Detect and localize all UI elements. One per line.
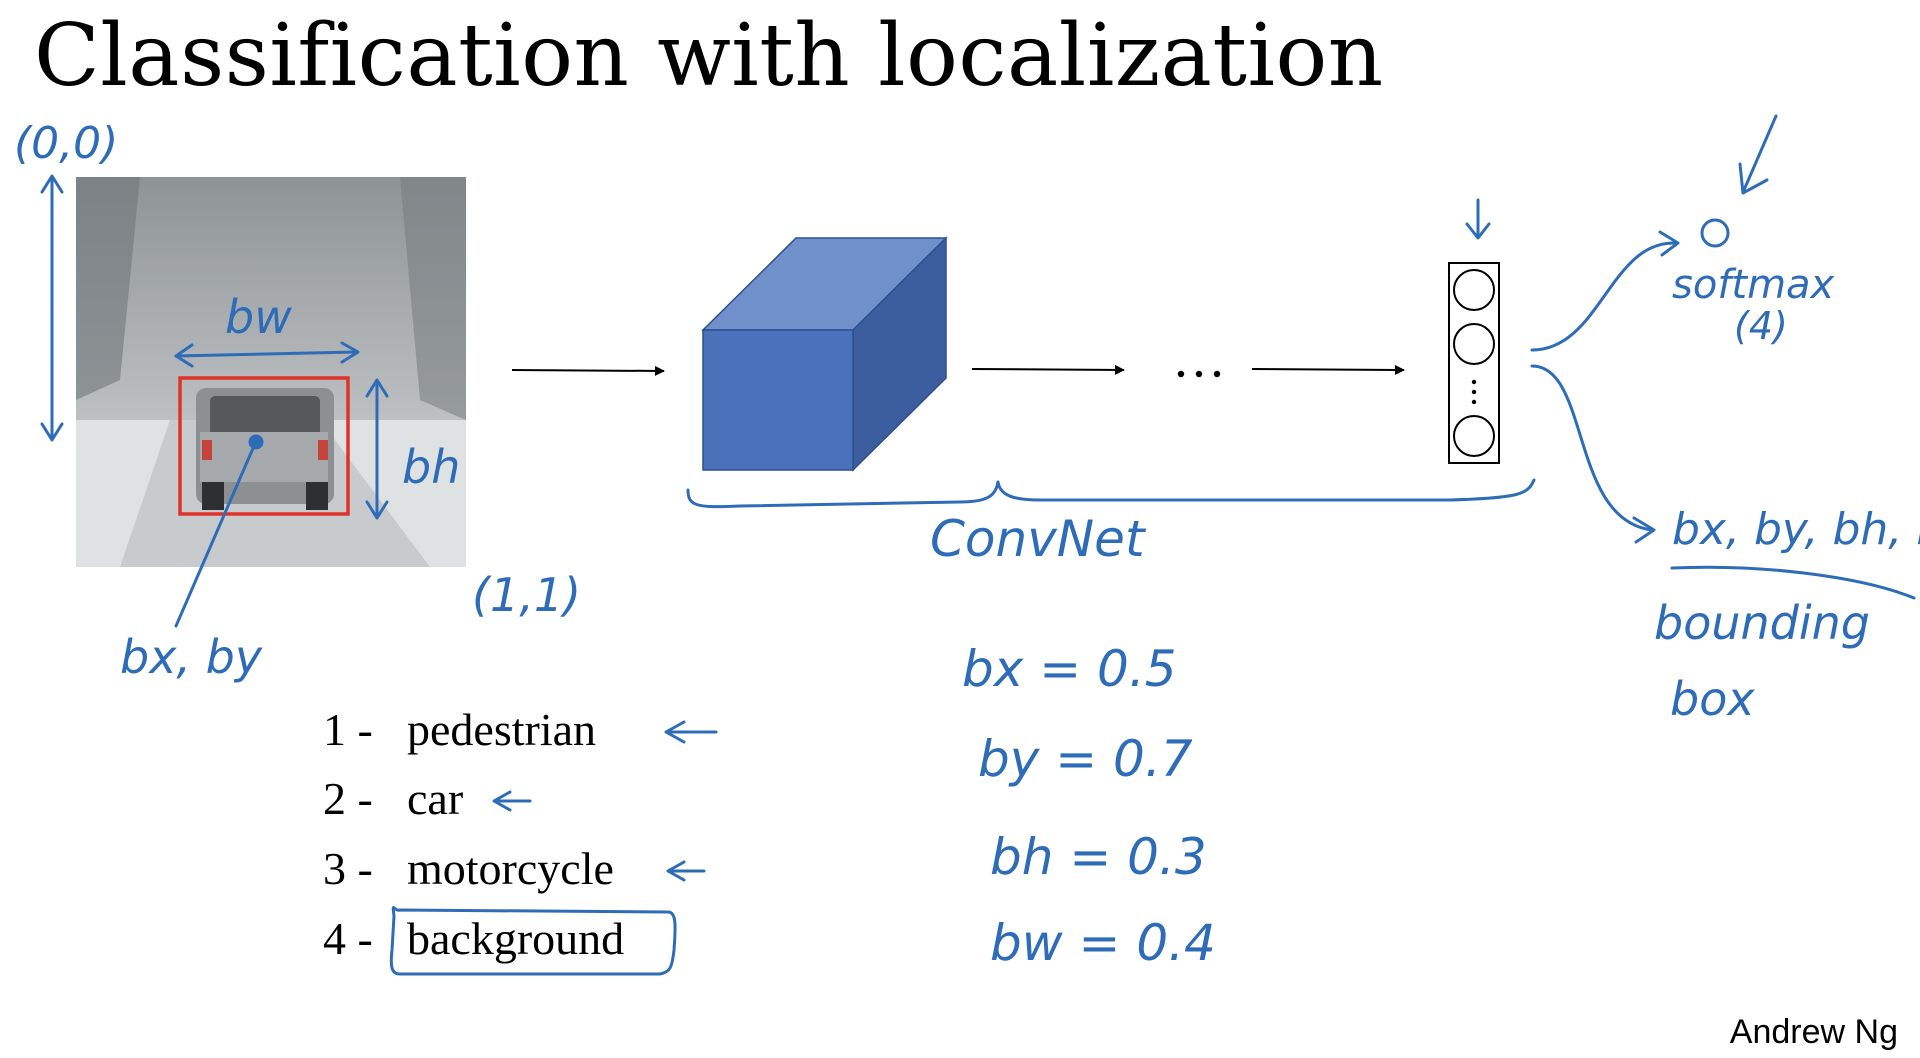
output-annotations [389, 114, 1916, 976]
class-row-4: 4 - background [323, 912, 624, 965]
bw-arrow-line [174, 350, 358, 358]
height-arrow-down-head [40, 422, 64, 442]
fc-vector [1448, 262, 1500, 464]
conv-cube [701, 236, 948, 472]
class-row-2: 2 - car [323, 772, 463, 825]
bw-arrow-left-head [174, 343, 194, 368]
bw-label: bw [225, 290, 292, 344]
class-label: pedestrian [407, 704, 597, 755]
fc-unit-last [1453, 415, 1495, 457]
corner-label: (1,1) [472, 568, 582, 622]
class-label: motorcycle [407, 843, 614, 894]
bounding-box-red [178, 376, 350, 516]
fc-unit-2 [1453, 323, 1495, 365]
slide-title: Classification with localization [34, 6, 1384, 106]
by-value: by = 0.7 [978, 730, 1193, 788]
fc-unit-1 [1453, 269, 1495, 311]
softmax-label: softmax [1672, 262, 1835, 308]
bw-arrow-right-head [340, 341, 360, 364]
center-dot [248, 434, 264, 450]
bh-arrow-up-head [365, 378, 389, 398]
input-image [76, 177, 466, 567]
arrow-ellipsis-to-fc [1251, 364, 1405, 375]
author-name: Andrew Ng [1729, 1013, 1898, 1051]
height-arrow-up-head [40, 174, 64, 194]
class-row-3: 3 - motorcycle [323, 842, 614, 895]
bounding-label: bounding [1654, 596, 1870, 650]
cube-front [702, 329, 854, 471]
ellipsis-dots [1177, 370, 1221, 378]
class-label: background [407, 913, 625, 964]
image-annotations [40, 174, 389, 628]
class-label: car [407, 773, 464, 824]
box-label: box [1670, 672, 1755, 726]
softmax-count-label: (4) [1734, 304, 1788, 348]
pipeline-arrows [511, 364, 1405, 376]
bw-value: bw = 0.4 [990, 914, 1216, 972]
bh-arrow-down-head [365, 500, 389, 520]
bh-label: bh [402, 440, 461, 494]
origin-label: (0,0) [14, 118, 119, 169]
convnet-label: ConvNet [930, 510, 1145, 568]
class-number: 2 - [323, 773, 373, 824]
arrow-convnet-to-ellipsis [971, 364, 1125, 375]
bx-value: bx = 0.5 [962, 640, 1177, 698]
class-row-1: 1 - pedestrian [323, 703, 596, 756]
class-number: 4 - [323, 913, 373, 964]
outputs-label: bx, by, bh, bw [1672, 504, 1920, 555]
center-pointer-line [174, 444, 256, 628]
class-number: 1 - [323, 704, 373, 755]
bh-value: bh = 0.3 [990, 828, 1207, 886]
bx-by-label: bx, by [120, 630, 263, 684]
arrow-image-to-convnet [511, 365, 665, 376]
class-number: 3 - [323, 843, 373, 894]
